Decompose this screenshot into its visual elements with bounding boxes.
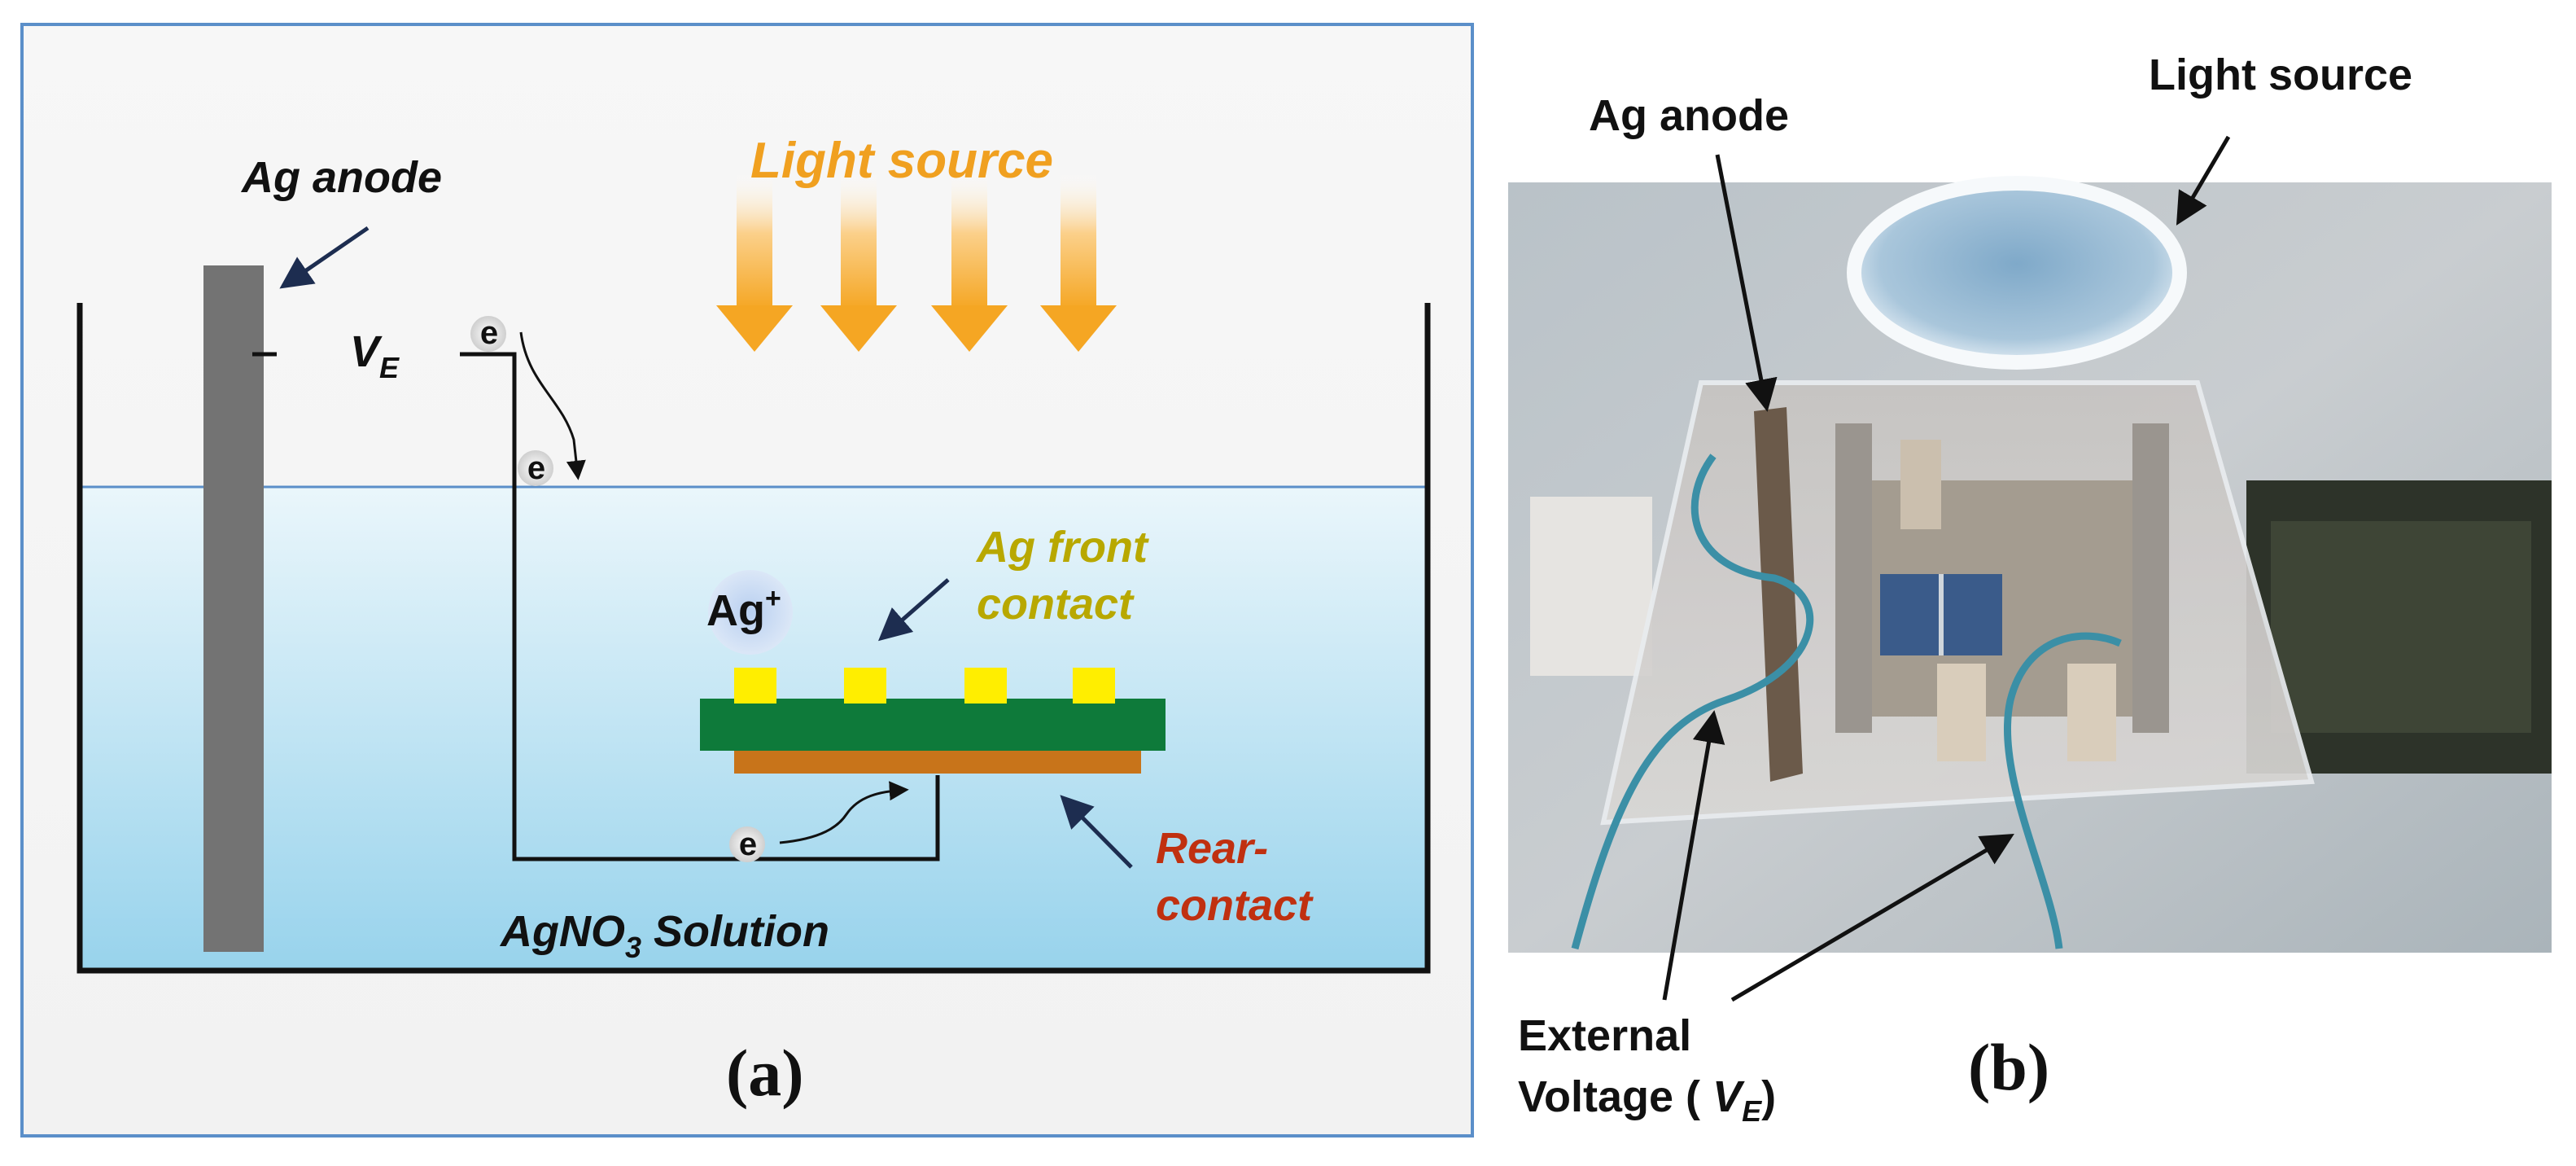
- external-voltage-label: VE: [350, 327, 400, 384]
- electron-label: e: [527, 450, 545, 486]
- front-contact-finger: [1073, 668, 1115, 704]
- panel-a: e e e Ag+ Ag anode Light source VE Ag fr…: [20, 23, 1474, 1138]
- front-contact-finger: [844, 668, 886, 704]
- front-contact-label-line2: contact: [977, 580, 1135, 629]
- electron-flow-arrow: [779, 781, 909, 844]
- cell-wafer: [700, 699, 1166, 751]
- wire-photo: [1571, 454, 1814, 950]
- dark-equipment-texture: [2271, 521, 2531, 733]
- external-circuit-wire: [460, 352, 940, 861]
- panel-b-caption: (b): [1968, 1030, 2049, 1104]
- rear-contact-layer: [734, 749, 1141, 774]
- external-voltage-label-line2: Voltage ( VE): [1518, 1072, 1776, 1128]
- light-beams: [716, 171, 1117, 352]
- voltage-pointer-arrow: [1662, 710, 1725, 1001]
- electron-label: e: [480, 315, 498, 351]
- rear-contact-label-line1: Rear-: [1156, 824, 1268, 873]
- electron-label: e: [739, 826, 757, 862]
- panel-b: Ag anode Light source External Voltage (…: [1508, 50, 2552, 1128]
- metal-frame: [1835, 423, 1872, 733]
- light-beam: [716, 171, 793, 352]
- anode-electrode: [203, 265, 264, 952]
- metal-frame: [2132, 423, 2169, 733]
- light-pointer-arrow: [2176, 135, 2231, 226]
- light-beam: [1040, 171, 1117, 352]
- beaker: [77, 303, 1431, 974]
- lamp: [1847, 176, 2187, 370]
- electron-marker: e: [729, 826, 765, 862]
- wire-photo: [2004, 632, 2122, 949]
- clip: [1937, 664, 1986, 761]
- rear-contact-pointer-arrow: [1060, 795, 1133, 869]
- front-contact-label-line1: Ag front: [975, 523, 1149, 572]
- left-block: [1530, 497, 1652, 676]
- light-beam: [820, 171, 897, 352]
- external-voltage-label-line1: External: [1518, 1011, 1691, 1060]
- voltage-pointer-arrow: [1730, 833, 2014, 1002]
- electron-flow-arrow: [519, 331, 586, 480]
- silver-ion: Ag+: [706, 570, 793, 655]
- clip: [1900, 440, 1941, 529]
- anode-plate-photo: [1754, 407, 1803, 782]
- silver-ion-label: Ag+: [706, 583, 781, 635]
- anode-label: Ag anode: [1589, 91, 1789, 140]
- front-contact-finger: [734, 668, 776, 704]
- solution-label: AgNO3 Solution: [499, 907, 829, 964]
- electron-marker: e: [518, 450, 553, 486]
- light-source-label: Light source: [750, 133, 1053, 189]
- rear-contact-label-line2: contact: [1156, 881, 1314, 930]
- anode-pointer-arrow: [1715, 154, 1778, 412]
- electron-marker: e: [470, 315, 506, 352]
- light-source-label: Light source: [2149, 50, 2412, 99]
- panel-a-caption: (a): [726, 1036, 804, 1110]
- setup-photo: [1508, 176, 2552, 953]
- light-beam: [931, 171, 1008, 352]
- anode-label: Ag anode: [240, 153, 442, 202]
- anode-pointer-arrow: [279, 226, 370, 289]
- clip: [2067, 664, 2116, 761]
- front-contact-pointer-arrow: [877, 578, 950, 642]
- front-contact-finger: [964, 668, 1007, 704]
